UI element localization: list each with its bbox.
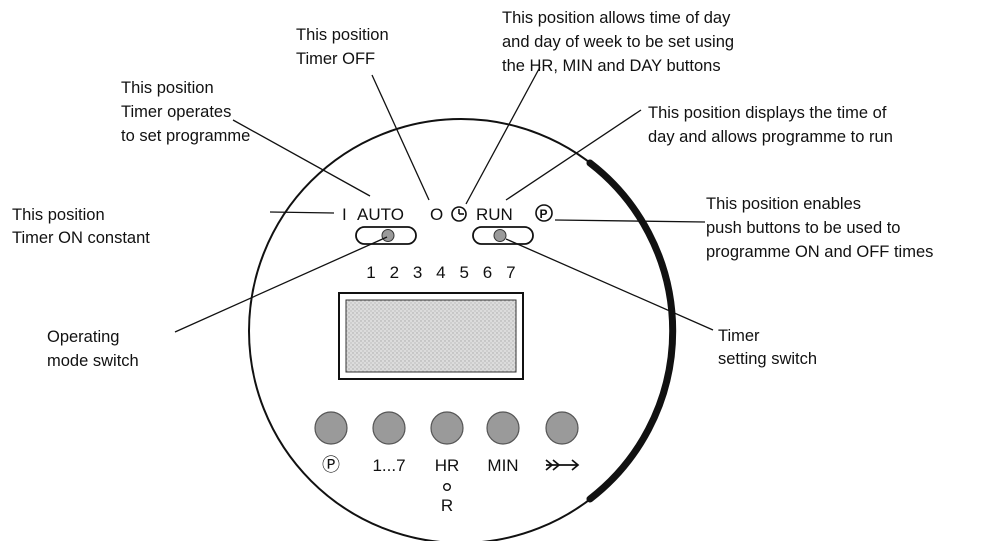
day-select-button-cap[interactable] (372, 411, 406, 445)
day-number: 1 (366, 263, 375, 282)
push-button-row: Ⓟ 1...7 HR R MIN (314, 411, 580, 515)
lcd-display (338, 292, 524, 380)
svg-text:P: P (540, 207, 548, 221)
day-number: 5 (459, 263, 468, 282)
day-number: 3 (413, 263, 422, 282)
callout-enables-push-buttons: This position enables push buttons to be… (706, 195, 933, 261)
mode-label-off: O (430, 205, 443, 224)
callout-timer-operates: This position Timer operates to set prog… (121, 79, 250, 145)
day-number: 7 (506, 263, 515, 282)
program-button-cap[interactable] (314, 411, 348, 445)
override-button-cap[interactable] (545, 411, 579, 445)
day-number: 2 (390, 263, 399, 282)
minute-button[interactable]: MIN (486, 411, 520, 475)
callout-time-of-day-set: This position allows time of day and day… (502, 9, 739, 75)
callout-timer-off: This position Timer OFF (296, 26, 393, 68)
timer-setting-switch[interactable] (472, 226, 534, 245)
program-button[interactable]: Ⓟ (314, 411, 348, 475)
override-button[interactable] (545, 411, 580, 471)
reset-circle-icon (443, 483, 452, 492)
hour-button-label: HR (435, 456, 460, 475)
day-number: 4 (436, 263, 445, 282)
day-select-button[interactable]: 1...7 (372, 411, 406, 475)
mode-label-on: I (342, 205, 347, 224)
leader-lines (174, 66, 714, 333)
callout-displays-time: This position displays the time of day a… (648, 104, 893, 146)
callout-timer-setting-switch: Timer setting switch (718, 327, 817, 368)
day-select-button-label: 1...7 (372, 456, 405, 475)
hour-button-cap[interactable] (430, 411, 464, 445)
setting-label-run: RUN (476, 205, 513, 224)
mode-label-auto: AUTO (357, 205, 404, 224)
day-number: 6 (483, 263, 492, 282)
programme-p-icon: P (535, 204, 553, 222)
forward-arrows-icon (545, 459, 580, 471)
program-button-label: Ⓟ (322, 455, 340, 475)
timer-case (248, 118, 677, 541)
minute-button-label: MIN (487, 456, 518, 475)
clock-icon (451, 206, 467, 222)
hour-button[interactable]: HR R (430, 411, 464, 515)
minute-button-cap[interactable] (486, 411, 520, 445)
callout-timer-on-constant: This position Timer ON constant (12, 206, 150, 247)
reset-label: R (441, 496, 453, 515)
operating-mode-switch[interactable] (355, 226, 417, 245)
callout-operating-mode-switch: Operating mode switch (47, 328, 139, 370)
